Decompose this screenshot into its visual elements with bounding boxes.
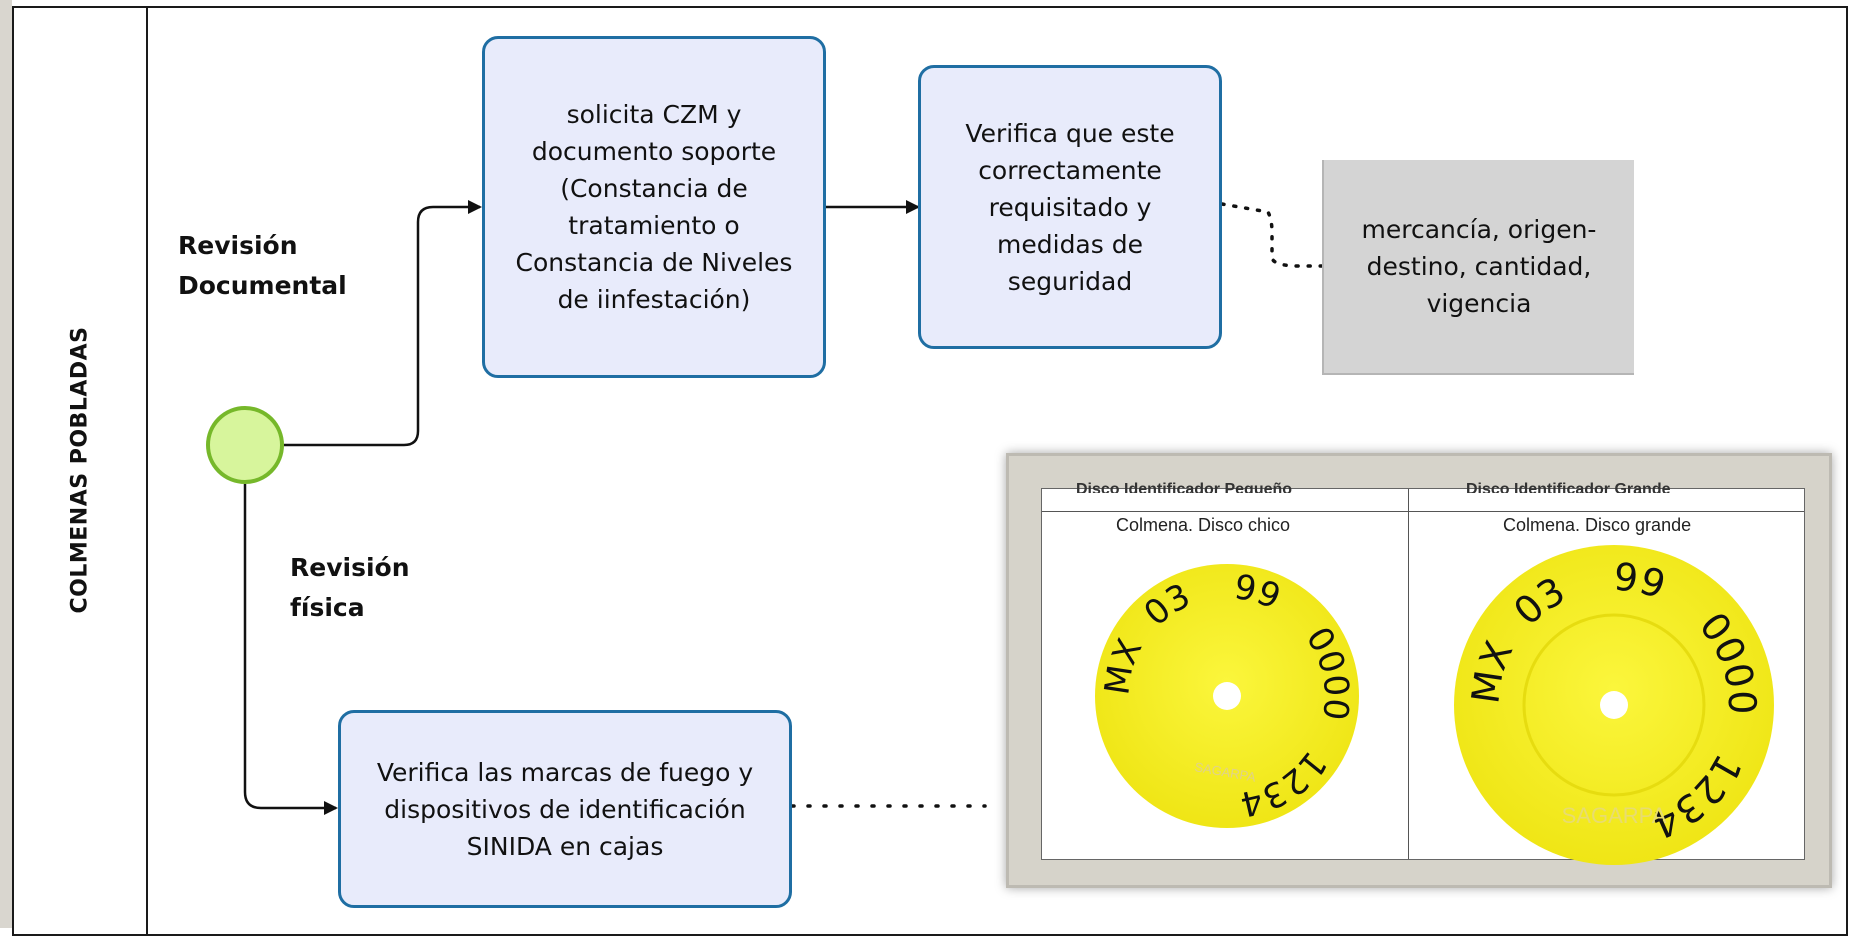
- label-revision-fisica: Revisión física: [290, 553, 410, 622]
- image-header-left: Disco Identificador Pequeño: [1076, 481, 1293, 493]
- task-solicita-czm[interactable]: solicita CZM y documento soporte (Consta…: [482, 36, 826, 378]
- sequence-flow-start-to-marcas: [243, 484, 338, 815]
- task-verifica-marcas[interactable]: Verifica las marcas de fuego y dispositi…: [338, 710, 792, 908]
- disc-identifier-image[interactable]: Disco Identificador Pequeño Disco Identi…: [1006, 453, 1832, 888]
- start-event[interactable]: [206, 406, 284, 484]
- image-caption-left: Colmena. Disco chico: [1116, 515, 1291, 535]
- small-disc: MX 03 99 0000 1234 SAGARPA: [1095, 564, 1359, 828]
- task-verifica-requisitado[interactable]: Verifica que este correctamente requisit…: [918, 65, 1222, 349]
- association-to-annotation: [1220, 202, 1324, 268]
- image-header-right: Disco Identificador Grande: [1466, 481, 1671, 493]
- large-disc-brand: SAGARPA: [1562, 803, 1667, 828]
- large-disc: MX 03 99 0000 1234 SAGARPA: [1454, 545, 1774, 865]
- image-table-divider: [1408, 489, 1409, 859]
- large-disc-ring: [1522, 613, 1706, 797]
- text-annotation[interactable]: mercancía, origen-destino, cantidad, vig…: [1322, 160, 1634, 375]
- image-content: Disco Identificador Pequeño Disco Identi…: [1041, 481, 1805, 865]
- large-disc-hole: [1600, 691, 1628, 719]
- small-disc-hole: [1213, 682, 1241, 710]
- image-caption-right: Colmena. Disco grande: [1503, 515, 1692, 535]
- sequence-flow-start-to-solicita: [284, 200, 482, 447]
- image-table-hline: [1042, 511, 1804, 512]
- window-left-edge: [0, 0, 12, 928]
- swimlane-header: [12, 6, 148, 936]
- label-revision-documental: Revisión Documental: [178, 231, 347, 300]
